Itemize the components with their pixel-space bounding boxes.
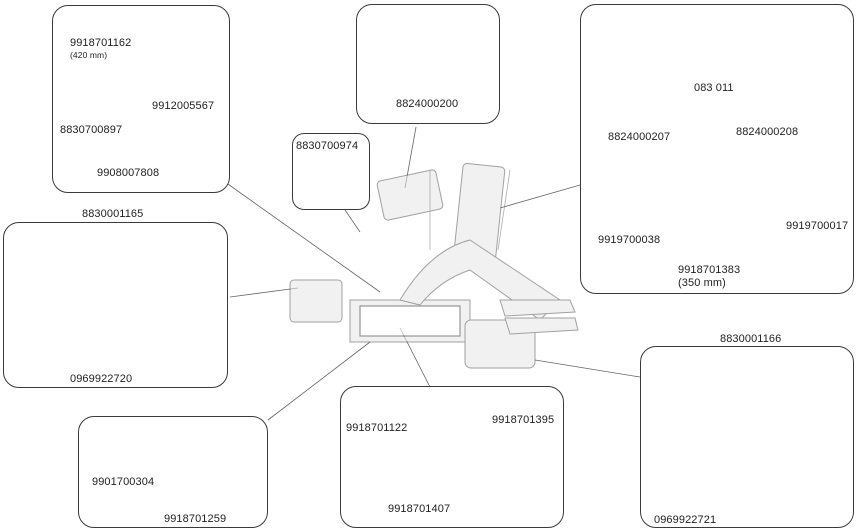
label-light-cover-left: 0969922720: [70, 373, 133, 385]
box-light-right: [640, 346, 854, 528]
label-strap-420: 9918701162: [70, 37, 132, 49]
label-frame-holder: 8824000207: [608, 131, 671, 143]
label-rod: 9901700304: [92, 476, 155, 488]
label-strap-420-length: (420 mm): [70, 50, 108, 60]
label-light-bracket-left: 8830001165: [82, 208, 144, 220]
label-logo: 9918701122: [346, 422, 408, 434]
label-strap-350: 9918701383: [678, 264, 741, 276]
box-arm-top: [356, 4, 500, 124]
box-strap-clip-plug-screw: [52, 5, 230, 193]
box-lock-knob: [292, 133, 370, 210]
box-locks-arms-straps: [580, 4, 854, 294]
label-rod-cap: 9918701259: [164, 513, 227, 525]
label-lock-set: 083 011: [694, 82, 734, 94]
label-plug: 9912005567: [152, 100, 215, 112]
label-screw: 9908007808: [97, 167, 160, 179]
bike-carrier-illustration: [289, 162, 579, 369]
label-plate-holder: 9918701395: [492, 414, 555, 426]
box-rod: [78, 416, 268, 528]
label-lock-knob: 8830700974: [296, 140, 359, 152]
box-plate-holder: [340, 386, 564, 528]
label-reflector-strip: 9918701407: [388, 503, 451, 515]
label-ring: 9919700017: [786, 220, 849, 232]
label-arm-right: 8824000208: [736, 126, 799, 138]
label-light-bracket-right: 8830001166: [720, 333, 782, 345]
label-cap: 9919700038: [598, 234, 661, 246]
label-clip: 8830700897: [60, 124, 123, 136]
leader-lines: [224, 126, 641, 421]
box-light-left: [3, 222, 228, 388]
label-arm-top: 8824000200: [396, 98, 459, 110]
label-light-cover-right: 0969922721: [654, 514, 717, 526]
label-strap-350-length: (350 mm): [678, 277, 726, 289]
